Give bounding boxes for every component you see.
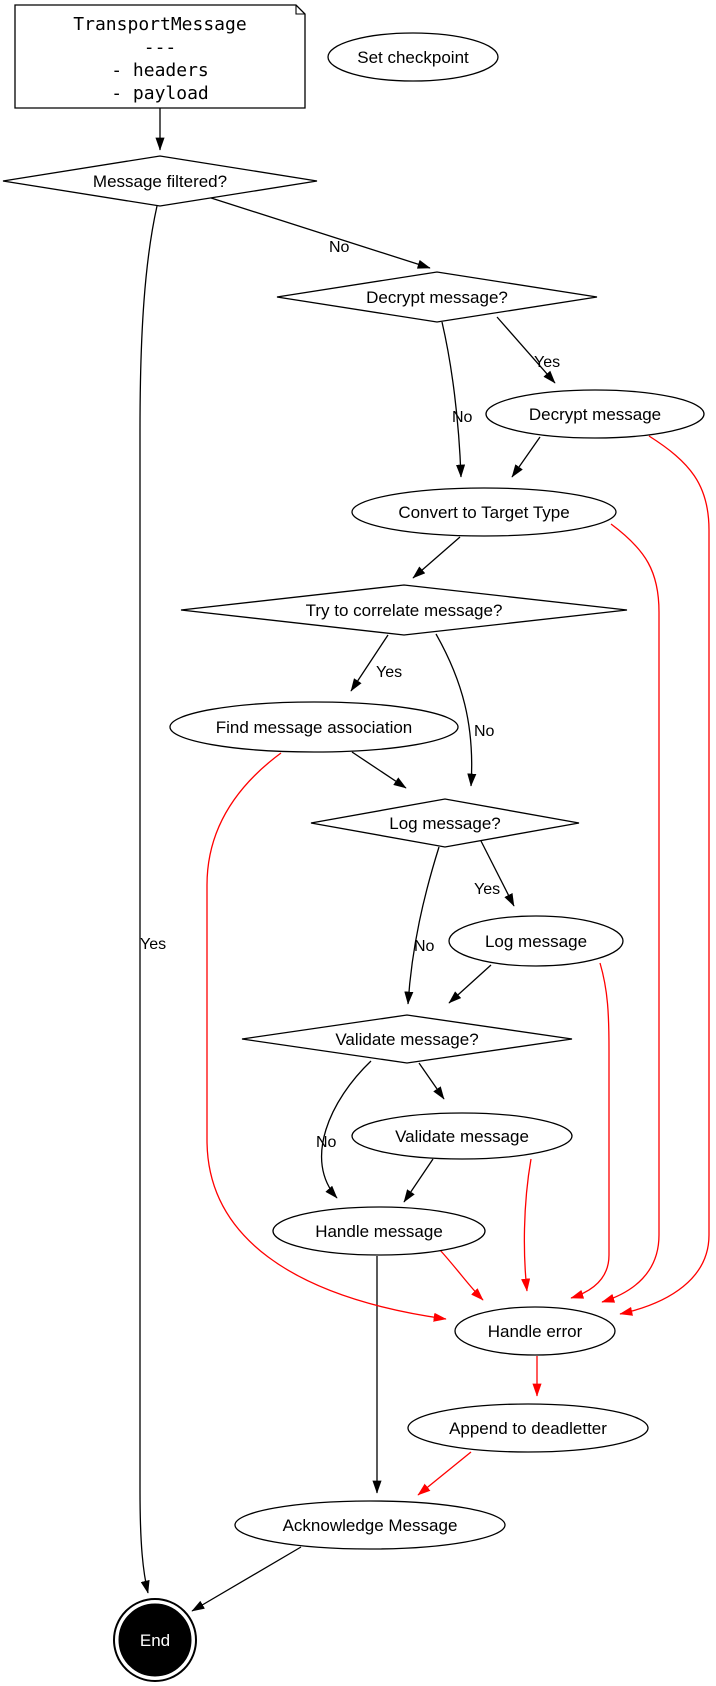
node-decrypt-question: Decrypt message? bbox=[276, 271, 598, 323]
log-question-label: Log message? bbox=[389, 814, 501, 833]
note-line-1: TransportMessage bbox=[73, 14, 246, 35]
edge-validate-question-to-validate-message bbox=[418, 1062, 445, 1100]
log-question-diamond bbox=[310, 798, 580, 848]
edge-label-filtered-no: No bbox=[329, 239, 350, 256]
convert-ellipse bbox=[351, 487, 617, 537]
edge-log-question-no-to-validate-question bbox=[404, 846, 440, 1005]
log-message-ellipse bbox=[448, 915, 624, 967]
decrypt-question-label: Decrypt message? bbox=[366, 288, 508, 307]
note-fold-icon bbox=[295, 5, 305, 15]
node-set-checkpoint: Set checkpoint bbox=[327, 32, 499, 82]
edge-handle-message-to-handle-error bbox=[439, 1249, 484, 1301]
node-convert-to-target-type: Convert to Target Type bbox=[351, 487, 617, 537]
correlate-question-label: Try to correlate message? bbox=[306, 601, 503, 620]
append-deadletter-ellipse bbox=[407, 1403, 649, 1453]
message-filtered-diamond bbox=[2, 155, 318, 207]
decrypt-question-diamond bbox=[276, 271, 598, 323]
validate-message-ellipse bbox=[351, 1112, 573, 1160]
edge-validate-question-no-to-handle-message bbox=[321, 1060, 372, 1199]
edge-decrypt-question-no-to-convert bbox=[441, 321, 466, 478]
find-association-label: Find message association bbox=[216, 718, 413, 737]
edge-label-correlate-no: No bbox=[474, 723, 495, 740]
node-end: End bbox=[113, 1598, 197, 1682]
node-correlate-question: Try to correlate message? bbox=[180, 584, 628, 636]
log-message-label: Log message bbox=[485, 932, 587, 951]
edge-log-message-to-validate-question bbox=[448, 964, 492, 1004]
decrypt-message-ellipse bbox=[485, 389, 705, 439]
set-checkpoint-ellipse bbox=[327, 32, 499, 82]
note-line-4: - payload bbox=[111, 83, 209, 104]
validate-question-label: Validate message? bbox=[335, 1030, 478, 1049]
acknowledge-ellipse bbox=[234, 1500, 506, 1550]
edge-acknowledge-to-end bbox=[191, 1546, 302, 1612]
edge-find-association-to-log-question bbox=[351, 751, 407, 789]
edge-log-message-to-handle-error bbox=[570, 962, 610, 1299]
edge-decrypt-message-to-convert bbox=[511, 436, 541, 478]
message-filtered-label: Message filtered? bbox=[93, 172, 227, 191]
edge-convert-to-correlate-question bbox=[412, 536, 461, 579]
append-deadletter-label: Append to deadletter bbox=[449, 1419, 607, 1438]
edge-convert-to-handle-error bbox=[601, 523, 660, 1303]
decrypt-message-label: Decrypt message bbox=[529, 405, 661, 424]
node-log-question: Log message? bbox=[310, 798, 580, 848]
convert-label: Convert to Target Type bbox=[398, 503, 569, 522]
note-line-3: - headers bbox=[111, 60, 209, 81]
edge-label-decrypt-no: No bbox=[452, 409, 473, 426]
node-handle-message: Handle message bbox=[272, 1206, 486, 1256]
handle-error-label: Handle error bbox=[488, 1322, 583, 1341]
note-shape bbox=[14, 4, 306, 109]
edge-validate-message-to-handle-message bbox=[403, 1158, 434, 1203]
edge-correlate-no-to-log-question bbox=[435, 633, 477, 787]
edge-decrypt-question-yes-to-decrypt-message bbox=[496, 316, 556, 384]
edge-label-log-yes: Yes bbox=[474, 881, 500, 898]
node-message-filtered: Message filtered? bbox=[2, 155, 318, 207]
edge-message-filtered-no-to-decrypt-question bbox=[207, 196, 431, 269]
node-append-to-deadletter: Append to deadletter bbox=[407, 1403, 649, 1453]
node-transport-message-note: TransportMessage --- - headers - payload bbox=[14, 4, 306, 109]
edge-validate-message-to-handle-error bbox=[521, 1158, 532, 1292]
correlate-question-diamond bbox=[180, 584, 628, 636]
edge-label-correlate-yes: Yes bbox=[376, 664, 402, 681]
edge-label-decrypt-yes: Yes bbox=[534, 354, 560, 371]
node-log-message: Log message bbox=[448, 915, 624, 967]
validate-message-label: Validate message bbox=[395, 1127, 529, 1146]
node-handle-error: Handle error bbox=[454, 1306, 616, 1356]
note-line-2: --- bbox=[144, 37, 177, 58]
edge-log-question-yes-to-log-message bbox=[480, 840, 515, 907]
edge-decrypt-message-to-handle-error bbox=[619, 435, 710, 1316]
node-validate-question: Validate message? bbox=[241, 1014, 573, 1064]
node-decrypt-message: Decrypt message bbox=[485, 389, 705, 439]
edge-find-association-to-handle-error bbox=[206, 752, 447, 1322]
edge-append-deadletter-to-acknowledge bbox=[417, 1451, 472, 1496]
validate-question-diamond bbox=[241, 1014, 573, 1064]
edge-correlate-yes-to-find-association bbox=[350, 634, 389, 692]
node-acknowledge-message: Acknowledge Message bbox=[234, 1500, 506, 1550]
node-validate-message: Validate message bbox=[351, 1112, 573, 1160]
edge-label-log-no: No bbox=[414, 938, 435, 955]
end-label: End bbox=[140, 1631, 170, 1650]
end-inner-circle bbox=[118, 1603, 192, 1677]
node-find-message-association: Find message association bbox=[169, 701, 459, 753]
handle-message-ellipse bbox=[272, 1206, 486, 1256]
handle-error-ellipse bbox=[454, 1306, 616, 1356]
edge-label-validate-no: No bbox=[316, 1134, 337, 1151]
find-association-ellipse bbox=[169, 701, 459, 753]
edge-label-filtered-yes: Yes bbox=[140, 936, 166, 953]
handle-message-label: Handle message bbox=[315, 1222, 443, 1241]
edge-message-filtered-yes-to-end bbox=[139, 205, 158, 1594]
acknowledge-label: Acknowledge Message bbox=[283, 1516, 458, 1535]
set-checkpoint-label: Set checkpoint bbox=[357, 48, 469, 67]
